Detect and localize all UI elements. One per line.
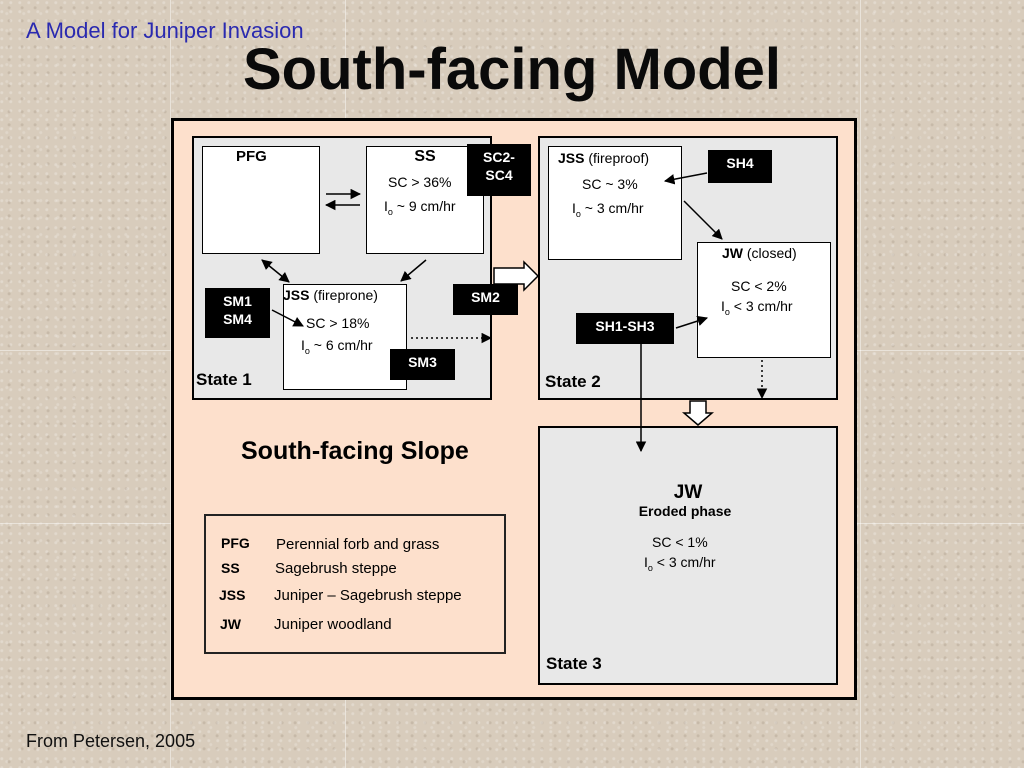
arrow-ss-to-jss [400, 259, 427, 282]
jss-fireprone-box [283, 284, 407, 390]
jss-fireproof-io-value: Io ~ 3 cm/hr [572, 200, 644, 219]
arrow-jss-to-jw [683, 200, 723, 240]
jss-fireprone-label: JSS (fireprone) [283, 287, 378, 303]
jw-closed-io-value: Io < 3 cm/hr [721, 298, 793, 317]
pfg-label: PFG [236, 148, 267, 165]
legend-box [204, 514, 506, 654]
pfg-box [202, 146, 320, 254]
ss-sc-value: SC > 36% [388, 174, 452, 190]
state-3-label: State 3 [546, 654, 602, 673]
legend-abbr-jw: JW [220, 616, 241, 632]
slide-supertitle: A Model for Juniper Invasion [26, 18, 304, 43]
tag-sm3: SM3 [390, 349, 455, 380]
jw-closed-label: JW (closed) [722, 245, 797, 261]
state-1-label: State 1 [196, 370, 252, 389]
arrow-sh4-to-jss [663, 172, 708, 185]
jw-eroded-sc-value: SC < 1% [652, 534, 708, 550]
source-citation: From Petersen, 2005 [26, 731, 196, 751]
background-seam [170, 0, 171, 768]
slide-title: South-facing Model [242, 37, 782, 102]
tag-sm2: SM2 [453, 284, 518, 315]
slope-label: South-facing Slope [241, 437, 469, 465]
background-seam [860, 0, 861, 768]
legend-text-pfg: Perennial forb and grass [276, 536, 440, 553]
arrow-sm1-to-jss [271, 309, 304, 327]
jss-fireprone-io-value: Io ~ 6 cm/hr [301, 337, 373, 356]
tag-sh1-sh3: SH1-SH3 [576, 313, 674, 344]
ss-label: SS [414, 148, 436, 165]
jw-eroded-label: JW [673, 482, 703, 503]
block-arrow-state2-to-state3 [681, 400, 715, 426]
jss-fireproof-box [548, 146, 682, 260]
jw-closed-box [697, 242, 831, 358]
legend-text-jss: Juniper – Sagebrush steppe [274, 587, 462, 604]
state-2-label: State 2 [545, 372, 601, 391]
jss-fireprone-sc-value: SC > 18% [306, 315, 370, 331]
tag-sc2-sc4: SC2-SC4 [467, 144, 531, 196]
ss-io-value: Io ~ 9 cm/hr [384, 198, 456, 217]
jss-fireproof-sc-value: SC ~ 3% [582, 176, 638, 192]
eroded-phase-label: Eroded phase [638, 503, 732, 519]
jw-eroded-io-value: Io < 3 cm/hr [644, 554, 716, 573]
arrow-pfg-jss [261, 259, 290, 283]
arrow-sh1-to-jw [675, 315, 708, 329]
jw-closed-sc-value: SC < 2% [731, 278, 787, 294]
ss-box [366, 146, 484, 254]
legend-abbr-jss: JSS [219, 587, 246, 603]
jss-fireproof-label: JSS (fireproof) [558, 150, 650, 166]
legend-text-jw: Juniper woodland [274, 616, 392, 633]
legend-text-ss: Sagebrush steppe [275, 560, 397, 577]
state-3-container [538, 426, 838, 685]
legend-abbr-pfg: PFG [221, 535, 250, 551]
tag-sh4: SH4 [708, 150, 772, 183]
legend-abbr-ss: SS [221, 560, 240, 576]
